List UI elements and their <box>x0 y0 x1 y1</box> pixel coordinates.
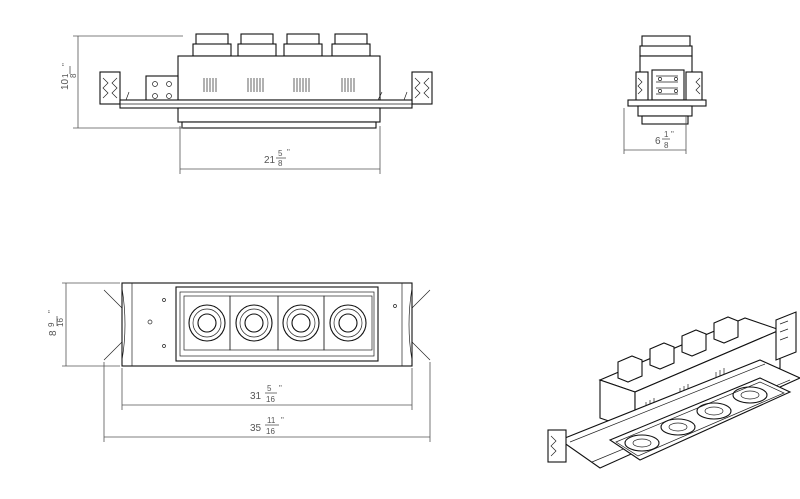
lamp-cell <box>183 295 231 351</box>
plan-view: 8 9 16 " 31 5 16 " 35 11 16 " <box>47 282 431 442</box>
plan-height-num: 9 <box>47 322 56 327</box>
front-height-num: 1 <box>61 73 70 78</box>
front-vents <box>203 78 355 92</box>
side-width-whole: 6 <box>655 136 661 147</box>
side-width-num: 1 <box>664 130 669 139</box>
junction-box <box>145 75 179 103</box>
plan-inner-whole: 31 <box>250 391 262 402</box>
plan-height-unit: " <box>47 310 56 313</box>
side-width-unit: " <box>671 130 674 139</box>
front-height-den: 8 <box>69 73 78 78</box>
front-width-den: 8 <box>278 159 283 168</box>
lamp-cell <box>323 295 373 351</box>
plan-inner-unit: " <box>279 384 282 393</box>
plan-inner-den: 16 <box>266 395 275 404</box>
iso-cans <box>617 316 739 383</box>
front-housing <box>177 55 381 101</box>
plan-outer-whole: 35 <box>250 423 262 434</box>
front-height-unit: " <box>61 63 70 66</box>
plan-height-whole: 8 <box>48 330 59 336</box>
isometric-view <box>547 311 800 469</box>
front-cans <box>192 33 371 57</box>
side-width-den: 8 <box>664 141 669 150</box>
front-height-whole: 10 <box>60 78 71 90</box>
front-width-unit: " <box>287 148 290 157</box>
plan-outer-den: 16 <box>266 427 275 436</box>
front-width-whole: 21 <box>264 155 276 166</box>
plan-outer-num: 11 <box>267 416 276 425</box>
front-width-num: 5 <box>278 149 283 158</box>
lamp-array <box>183 295 373 351</box>
front-elevation-view: 10 1 8 " 21 5 8 " <box>60 33 433 174</box>
plan-inner-num: 5 <box>267 384 272 393</box>
side-elevation-view: 6 1 8 " <box>623 35 707 154</box>
iso-lamps <box>624 386 768 452</box>
plan-outer-unit: " <box>281 416 284 425</box>
plan-height-den: 16 <box>56 318 65 327</box>
